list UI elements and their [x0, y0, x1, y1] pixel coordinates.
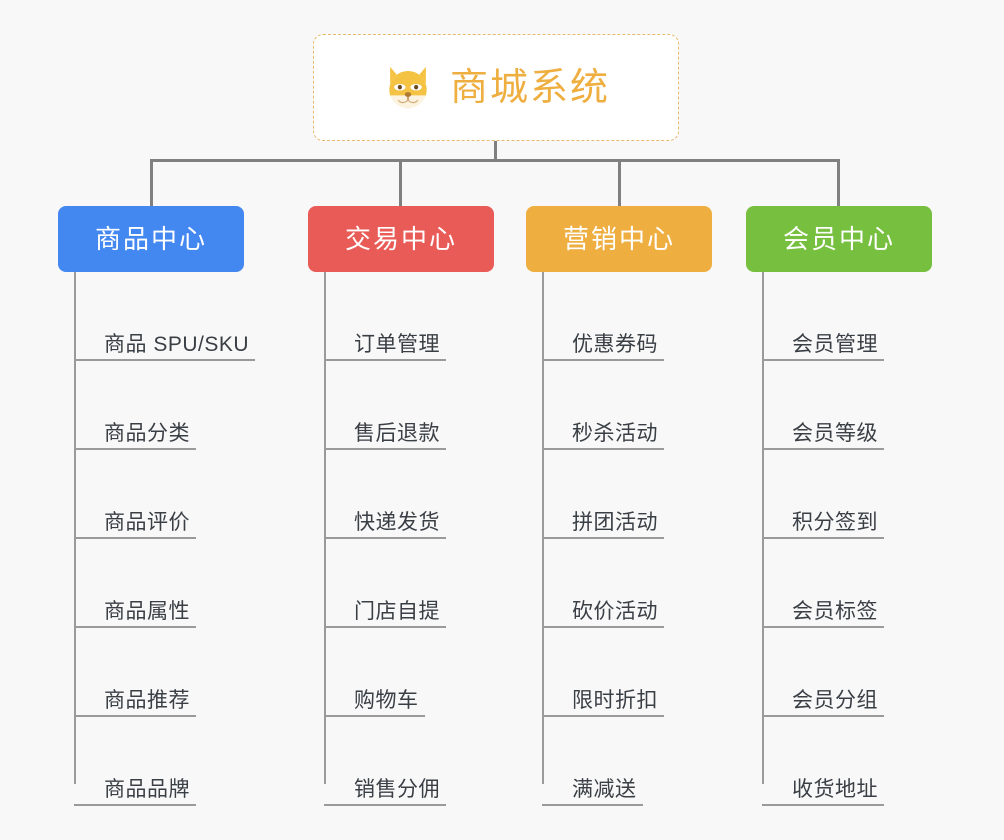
leaf-underline: [74, 448, 196, 450]
root-node[interactable]: 商城系统: [313, 34, 679, 141]
leaf-label: 拼团活动: [572, 510, 658, 534]
leaf-underline: [542, 537, 664, 539]
leaf-list-1: 商品 SPU/SKU 商品分类 商品评价 商品属性 商品推荐 商品品牌: [74, 272, 255, 806]
connector-drop-4: [837, 159, 840, 207]
leaf-underline: [74, 626, 196, 628]
leaf-underline: [542, 448, 664, 450]
leaf-underline: [324, 448, 446, 450]
list-item[interactable]: 秒杀活动: [542, 361, 712, 450]
leaf-label: 商品 SPU/SKU: [104, 332, 250, 356]
leaf-underline: [74, 804, 196, 806]
leaf-label: 售后退款: [354, 421, 440, 445]
leaf-label: 秒杀活动: [572, 421, 658, 445]
leaf-underline: [74, 359, 255, 361]
list-item[interactable]: 商品评价: [74, 450, 244, 539]
leaf-underline: [74, 537, 196, 539]
category-header-2[interactable]: 交易中心: [308, 206, 494, 272]
connector-drop-2: [399, 159, 402, 207]
connector-drop-1: [150, 159, 153, 207]
leaf-label: 满减送: [572, 777, 637, 801]
leaf-label: 销售分佣: [354, 777, 440, 801]
leaf-underline: [762, 537, 884, 539]
list-item[interactable]: 限时折扣: [542, 628, 712, 717]
leaf-label: 门店自提: [354, 599, 440, 623]
root-title: 商城系统: [449, 66, 610, 109]
leaf-list-2: 订单管理 售后退款 快递发货 门店自提 购物车 销售分佣: [324, 272, 494, 806]
list-item[interactable]: 销售分佣: [324, 717, 494, 806]
leaf-label: 购物车: [354, 688, 419, 712]
leaf-list-4: 会员管理 会员等级 积分签到 会员标签 会员分组 收货地址: [762, 272, 932, 806]
list-item[interactable]: 商品推荐: [74, 628, 244, 717]
leaf-label: 商品分类: [104, 421, 190, 445]
leaf-underline: [762, 715, 884, 717]
leaf-label: 收货地址: [792, 777, 878, 801]
leaf-underline: [542, 626, 664, 628]
leaf-label: 订单管理: [354, 332, 440, 356]
leaf-label: 商品评价: [104, 510, 190, 534]
list-item[interactable]: 积分签到: [762, 450, 932, 539]
category-column-3: 营销中心 优惠券码 秒杀活动 拼团活动 砍价活动 限时折扣 满减送: [526, 206, 712, 806]
category-header-3[interactable]: 营销中心: [526, 206, 712, 272]
leaf-label: 商品属性: [104, 599, 190, 623]
leaf-underline: [542, 715, 664, 717]
leaf-underline: [324, 537, 446, 539]
category-column-2: 交易中心 订单管理 售后退款 快递发货 门店自提 购物车 销售分佣: [308, 206, 494, 806]
leaf-label: 商品品牌: [104, 777, 190, 801]
list-item[interactable]: 商品 SPU/SKU: [74, 272, 255, 361]
leaf-label: 会员管理: [792, 332, 878, 356]
category-column-4: 会员中心 会员管理 会员等级 积分签到 会员标签 会员分组 收货地址: [746, 206, 932, 806]
leaf-label: 积分签到: [792, 510, 878, 534]
connector-drop-3: [618, 159, 621, 207]
list-item[interactable]: 商品属性: [74, 539, 244, 628]
leaf-underline: [762, 448, 884, 450]
shiba-dog-face-icon: [389, 66, 427, 108]
leaf-label: 会员标签: [792, 599, 878, 623]
connector-root-stem: [494, 141, 497, 161]
category-label-4: 会员中心: [782, 224, 895, 254]
leaf-underline: [324, 715, 425, 717]
leaf-label: 优惠券码: [572, 332, 658, 356]
leaf-label: 会员等级: [792, 421, 878, 445]
category-column-1: 商品中心 商品 SPU/SKU 商品分类 商品评价 商品属性 商品推荐 商品品牌: [58, 206, 255, 806]
leaf-underline: [324, 626, 446, 628]
leaf-underline: [324, 359, 446, 361]
list-item[interactable]: 快递发货: [324, 450, 494, 539]
list-item[interactable]: 会员分组: [762, 628, 932, 717]
leaf-underline: [762, 359, 884, 361]
leaf-underline: [762, 626, 884, 628]
list-item[interactable]: 商品分类: [74, 361, 244, 450]
list-item[interactable]: 会员等级: [762, 361, 932, 450]
list-item[interactable]: 门店自提: [324, 539, 494, 628]
list-item[interactable]: 商品品牌: [74, 717, 244, 806]
leaf-label: 限时折扣: [572, 688, 658, 712]
leaf-underline: [74, 715, 196, 717]
leaf-underline: [542, 359, 664, 361]
leaf-underline: [542, 804, 643, 806]
list-item[interactable]: 会员管理: [762, 272, 932, 361]
category-label-3: 营销中心: [562, 224, 675, 254]
leaf-list-3: 优惠券码 秒杀活动 拼团活动 砍价活动 限时折扣 满减送: [542, 272, 712, 806]
category-header-1[interactable]: 商品中心: [58, 206, 244, 272]
list-item[interactable]: 优惠券码: [542, 272, 712, 361]
leaf-label: 商品推荐: [104, 688, 190, 712]
list-item[interactable]: 会员标签: [762, 539, 932, 628]
list-item[interactable]: 拼团活动: [542, 450, 712, 539]
category-header-4[interactable]: 会员中心: [746, 206, 932, 272]
category-label-2: 交易中心: [344, 224, 457, 254]
connector-horizontal-bus: [150, 159, 840, 162]
list-item[interactable]: 订单管理: [324, 272, 494, 361]
list-item[interactable]: 购物车: [324, 628, 494, 717]
list-item[interactable]: 收货地址: [762, 717, 932, 806]
list-item[interactable]: 售后退款: [324, 361, 494, 450]
leaf-underline: [762, 804, 884, 806]
leaf-label: 会员分组: [792, 688, 878, 712]
list-item[interactable]: 砍价活动: [542, 539, 712, 628]
category-label-1: 商品中心: [94, 224, 207, 254]
leaf-label: 砍价活动: [572, 599, 658, 623]
list-item[interactable]: 满减送: [542, 717, 712, 806]
leaf-underline: [324, 804, 446, 806]
leaf-label: 快递发货: [354, 510, 440, 534]
